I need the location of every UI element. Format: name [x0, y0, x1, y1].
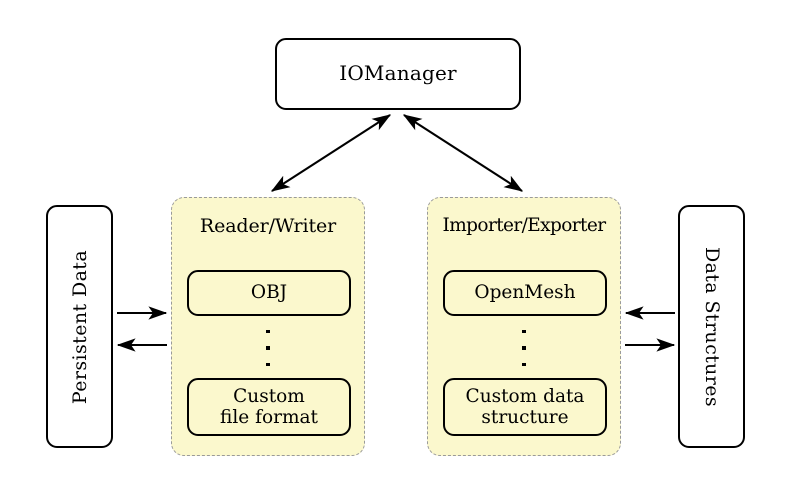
group-importer-exporter[interactable]: Importer/Exporter OpenMesh Custom data s…: [427, 197, 621, 456]
node-data-structures[interactable]: Data Structures: [678, 205, 745, 448]
group-reader-writer-title: Reader/Writer: [199, 215, 337, 237]
ellipsis-dot: [522, 362, 526, 366]
node-iomanager[interactable]: IOManager: [275, 38, 521, 110]
module-obj-label: OBJ: [250, 282, 288, 304]
module-openmesh[interactable]: OpenMesh: [443, 270, 607, 316]
module-custom-file-format-label: Custom file format: [220, 386, 318, 429]
ellipsis-dot: [522, 330, 526, 334]
ellipsis-dot: [266, 330, 270, 334]
module-custom-data-structure-line2: structure: [481, 407, 569, 428]
node-persistent-data-label: Persistent Data: [68, 249, 91, 404]
group-reader-writer[interactable]: Reader/Writer OBJ Custom file format: [171, 197, 365, 456]
node-data-structures-label: Data Structures: [700, 246, 723, 407]
module-custom-data-structure-line1: Custom data: [465, 385, 585, 407]
ellipsis-dot: [266, 346, 270, 350]
module-obj[interactable]: OBJ: [187, 270, 351, 316]
module-custom-file-format[interactable]: Custom file format: [187, 378, 351, 436]
ellipsis-dot: [522, 346, 526, 350]
module-custom-file-format-line1: Custom: [233, 385, 305, 407]
ellipsis-dot: [266, 362, 270, 366]
node-persistent-data[interactable]: Persistent Data: [46, 205, 113, 448]
ellipsis-importer-exporter: [428, 327, 620, 369]
module-openmesh-label: OpenMesh: [474, 282, 576, 304]
arrow-manager-to-reader-writer: [270, 114, 392, 192]
node-iomanager-label: IOManager: [339, 61, 457, 86]
module-custom-file-format-line2: file format: [220, 407, 318, 428]
group-importer-exporter-title: Importer/Exporter: [442, 215, 607, 236]
ellipsis-reader-writer: [172, 327, 364, 369]
module-custom-data-structure[interactable]: Custom data structure: [443, 378, 607, 436]
module-custom-data-structure-label: Custom data structure: [466, 386, 585, 429]
arrow-manager-to-importer-exporter: [402, 114, 524, 192]
